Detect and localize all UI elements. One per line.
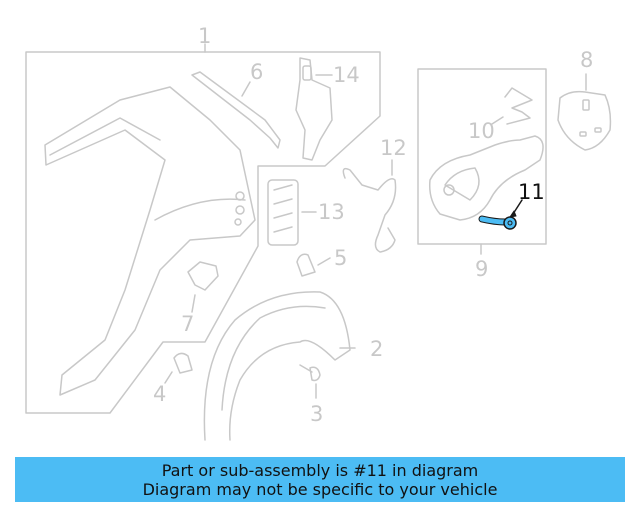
callout-4: 4 — [153, 382, 167, 406]
callout-8: 8 — [580, 48, 594, 72]
highlighted-part-11[interactable] — [478, 199, 523, 230]
fuel-door-part-8 — [557, 73, 612, 151]
banner-line-part-number: Part or sub-assembly is #11 in diagram — [161, 460, 479, 480]
callout-5: 5 — [334, 246, 348, 270]
wheel-liner-part-2 — [203, 291, 356, 441]
cable-part-12 — [342, 159, 397, 253]
group-9-outline — [417, 68, 547, 255]
callout-3: 3 — [310, 402, 324, 426]
callout-7: 7 — [181, 312, 195, 336]
callout-14: 14 — [333, 63, 360, 87]
bracket-part-14 — [295, 57, 333, 161]
housing-part-9 — [428, 135, 544, 221]
clip-part-5 — [296, 253, 331, 277]
parts-diagram: 1 2 3 4 5 6 7 8 9 10 11 12 13 14 — [25, 24, 612, 441]
callout-9: 9 — [475, 257, 489, 281]
rail-part-6 — [191, 71, 281, 149]
clip-part-4 — [164, 352, 193, 384]
callout-11[interactable]: 11 — [518, 180, 545, 204]
callout-2: 2 — [370, 337, 384, 361]
group-1-outline — [25, 43, 381, 414]
callout-1: 1 — [198, 24, 212, 48]
callout-12: 12 — [380, 136, 407, 160]
info-banner: Part or sub-assembly is #11 in diagram D… — [15, 457, 625, 502]
wire-part-10 — [491, 87, 533, 125]
callout-10: 10 — [468, 119, 495, 143]
vent-part-13 — [267, 179, 317, 246]
screw-part-3 — [299, 364, 321, 399]
callout-6: 6 — [250, 60, 264, 84]
banner-line-disclaimer: Diagram may not be specific to your vehi… — [142, 479, 498, 499]
bracket-part-7 — [187, 261, 219, 313]
quarter-panel-part-1 — [44, 86, 256, 396]
callout-13: 13 — [318, 200, 345, 224]
